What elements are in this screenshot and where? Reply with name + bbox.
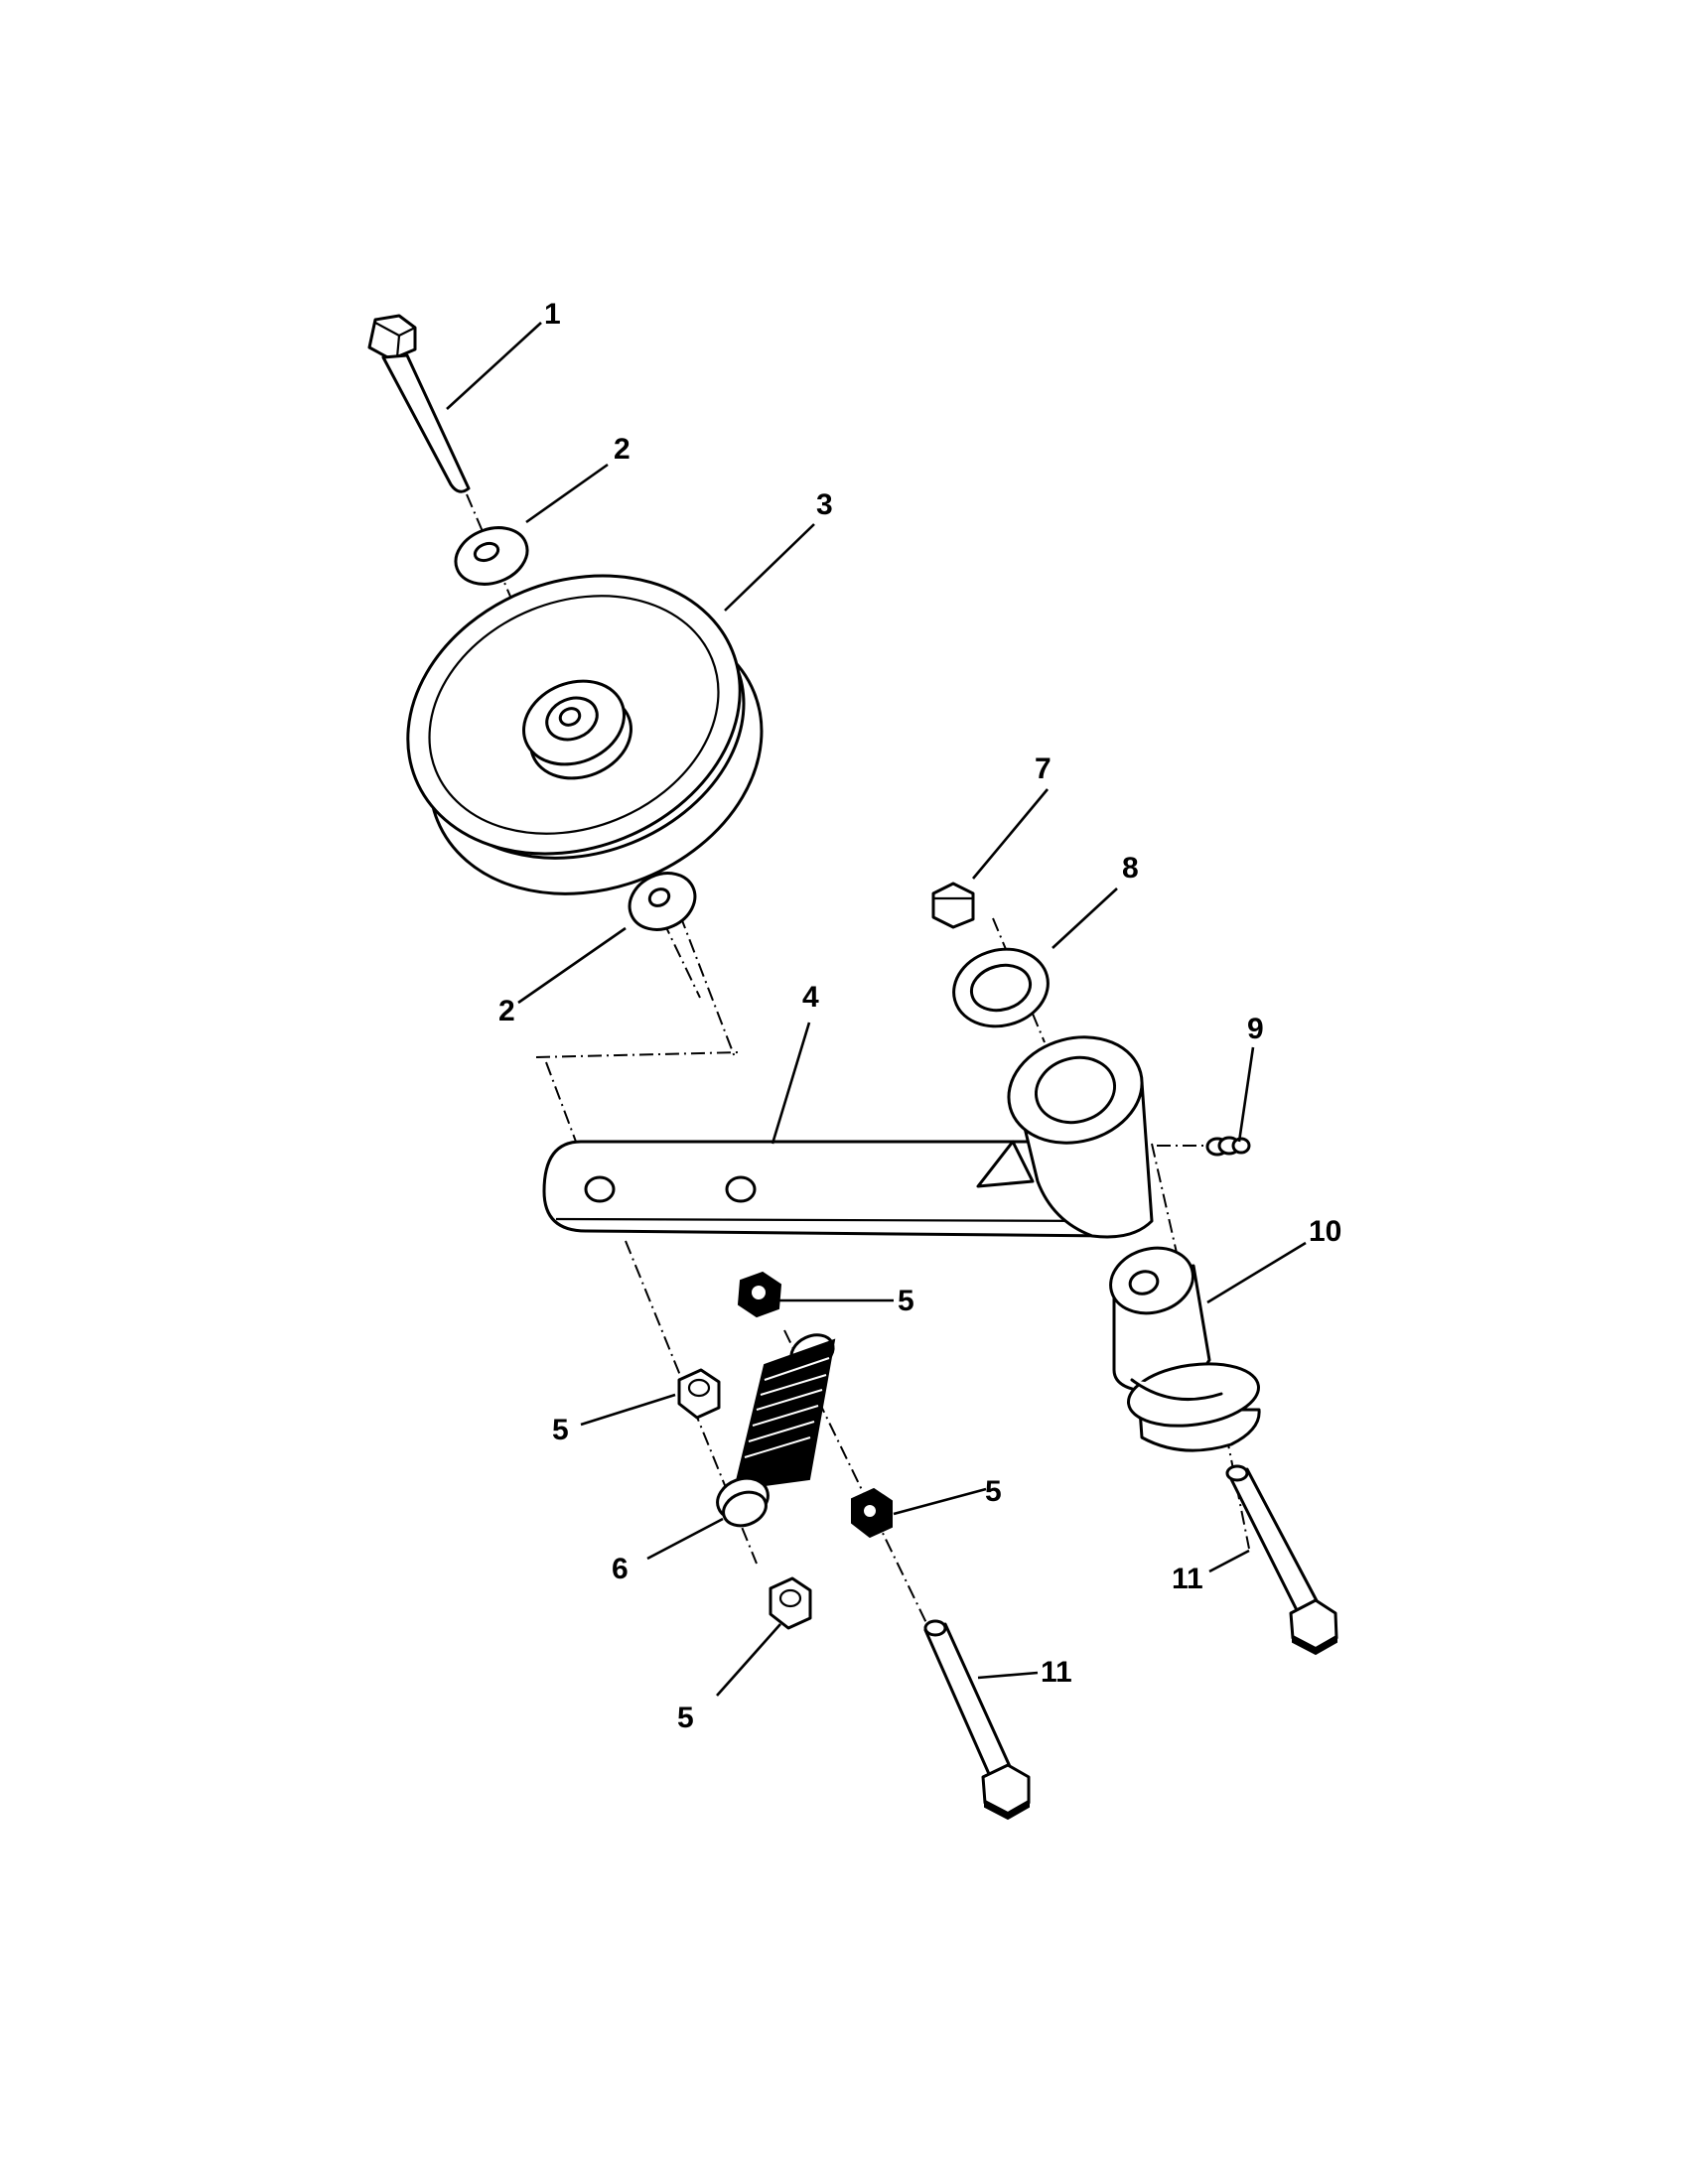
callout-7: 7	[1035, 752, 1052, 785]
callout-10: 10	[1309, 1215, 1341, 1248]
part-3-pulley	[406, 574, 764, 895]
callout-4: 4	[802, 981, 819, 1014]
callout-8: 8	[1122, 852, 1139, 885]
callout-5-top: 5	[898, 1285, 914, 1317]
leader-lines	[446, 322, 1307, 1697]
part-2-washer-upper	[454, 526, 529, 586]
part-4-idler-arm	[542, 1035, 1154, 1239]
part-11-bolt-right	[1225, 1464, 1338, 1656]
part-5-nut-a	[737, 1271, 782, 1318]
callout-2-upper: 2	[614, 433, 631, 466]
callout-2-lower: 2	[498, 995, 515, 1027]
callout-11-center: 11	[1041, 1656, 1072, 1689]
part-5-nut-b	[677, 1368, 721, 1420]
callout-5-bottom: 5	[677, 1702, 694, 1734]
part-9-grease-fitting	[1205, 1136, 1251, 1157]
callout-labels: 1 2 3 2 4 5 5 5 5 6 7 8 9 10 11 11	[498, 298, 1341, 1734]
part-10-bushing	[1109, 1246, 1261, 1452]
callout-1: 1	[544, 298, 561, 331]
callout-11-right: 11	[1172, 1563, 1203, 1595]
callout-3: 3	[816, 488, 833, 521]
callout-5-right: 5	[985, 1475, 1002, 1508]
part-8-spacer-washer	[952, 947, 1050, 1028]
part-2-washer-lower	[628, 872, 697, 931]
part-5-nut-d	[769, 1576, 812, 1630]
callout-9: 9	[1247, 1013, 1264, 1045]
part-11-bolt-center	[923, 1619, 1031, 1821]
callout-6: 6	[612, 1553, 629, 1585]
callout-5-left: 5	[552, 1414, 569, 1446]
part-1-bolt	[367, 314, 471, 493]
part-6-spring	[716, 1333, 836, 1528]
part-5-nut-c	[851, 1487, 893, 1539]
part-7-nut	[931, 882, 975, 929]
